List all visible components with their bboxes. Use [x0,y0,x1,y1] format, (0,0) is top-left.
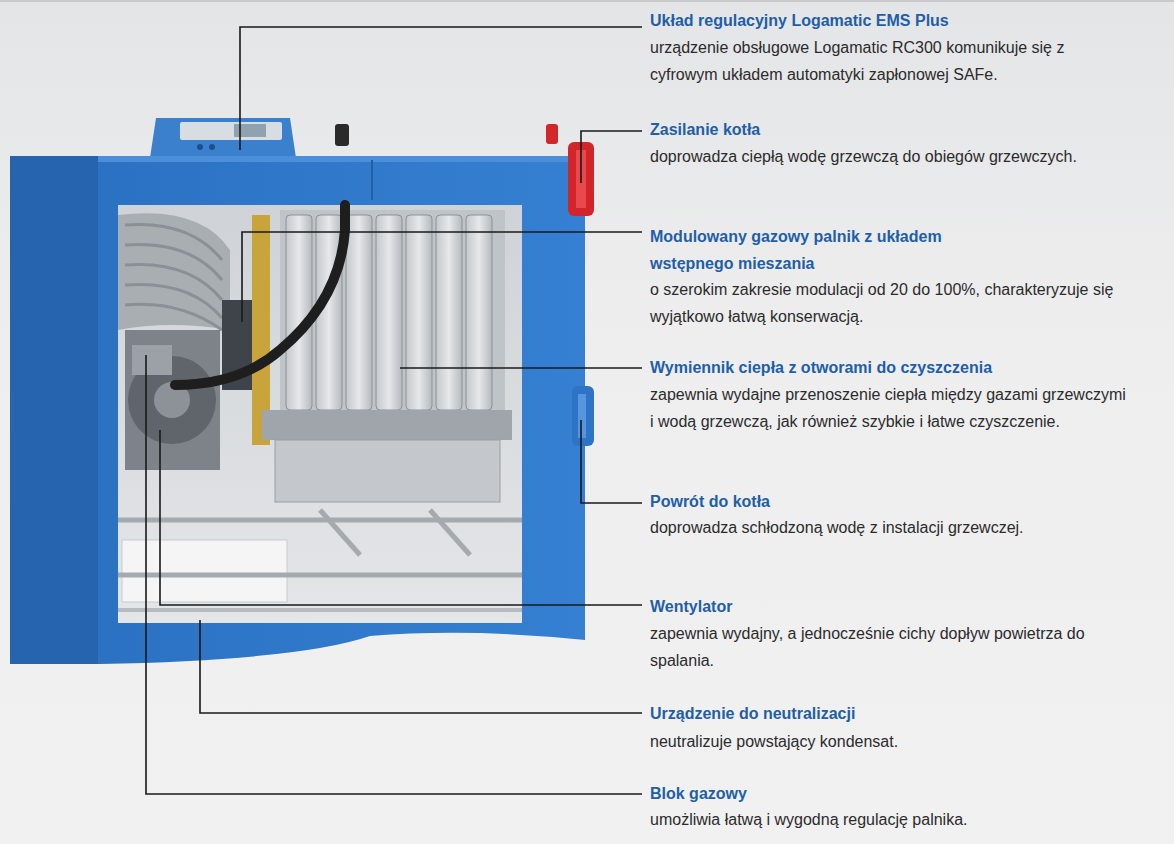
frame-bar [118,573,522,578]
leader-line [200,620,642,713]
callout-description: neutralizuje powstający kondensat. [650,729,1170,756]
leader-lines [146,27,642,794]
callout-description: zapewnia wydajny, a jednocześnie cichy d… [650,621,1145,674]
panel-button [197,144,203,150]
callout-description: o szerokim zakresie modulacji od 20 do 1… [650,277,1170,330]
fan-housing [125,330,220,470]
return-pipe [572,386,594,446]
frame-bar [430,510,470,555]
duct-ribs [125,224,222,330]
air-duct [118,213,230,330]
leader-line [160,430,642,605]
callout-heading: Modulowany gazowy palnik z układem wstęp… [650,224,950,277]
callout-heading: Wentylator [650,594,1170,621]
panel-display [180,122,282,140]
leader-line [242,232,642,322]
red-knob [546,124,558,144]
top-nozzle [335,124,349,146]
callout-heading: Zasilanie kotła [650,117,1170,144]
exchanger-plate [376,215,402,410]
cutaway-window [118,205,522,623]
leader-line [581,131,642,183]
leader-line [400,367,642,369]
heat-exchanger [262,210,512,502]
exchanger-plate [286,215,312,410]
callout-description: umożliwia łatwą i wygodną regulację paln… [650,807,1170,834]
top-rule [0,0,1174,2]
exchanger-plate [436,215,462,410]
callout-heading: Wymiennik ciepła z otworami do czyszczen… [650,355,1170,382]
exchanger-plate [466,215,492,410]
frame-bar [320,510,360,555]
exchanger-base [262,410,512,440]
casing-edge [98,156,585,162]
callout-heading: Układ regulacyjny Logamatic EMS Plus [650,8,1170,35]
control-panel [150,118,296,158]
casing-seam [371,160,373,200]
callout-description: zapewnia wydajne przenoszenie ciepła mię… [650,382,1132,435]
panel-button [209,144,215,150]
exchanger-plate [346,215,372,410]
callout-description: doprowadza schłodzoną wodę z instalacji … [650,515,1170,542]
frame-bar [118,608,522,612]
callout-heading: Powrót do kotła [650,489,1170,516]
exchanger-plate [406,215,432,410]
leader-line [146,355,642,794]
casing-side [10,156,98,664]
leader-line [581,420,642,503]
panel-screen [234,124,266,137]
frame-bar [118,518,522,523]
callout-description: doprowadza ciepłą wodę grzewczą do obieg… [650,144,1170,171]
return-pipe-highlight [578,394,586,438]
duct-body [118,213,230,330]
condensate-tray [275,440,500,502]
callout-heading: Urządzenie do neutralizacji [650,701,1170,728]
callout-description: urządzenie obsługowe Logamatic RC300 kom… [650,35,1135,88]
gas-block [132,345,172,375]
callout-heading: Blok gazowy [650,781,1170,808]
